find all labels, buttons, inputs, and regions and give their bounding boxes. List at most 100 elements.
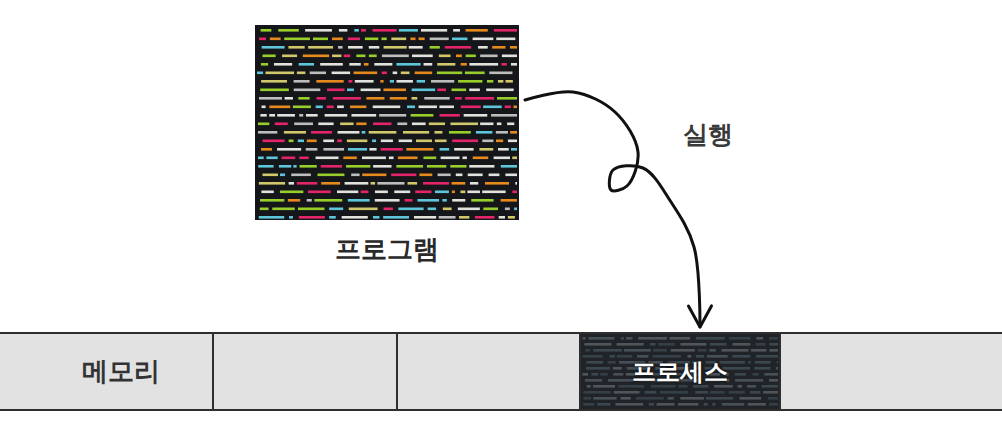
code-glyphs — [439, 55, 451, 58]
code-glyphs — [263, 140, 285, 143]
code-glyphs — [361, 89, 381, 92]
code-glyphs — [354, 72, 378, 75]
code-glyphs — [262, 46, 285, 49]
code-glyphs — [513, 106, 517, 109]
node-label: 프로세스 — [632, 356, 728, 388]
code-glyphs — [480, 55, 497, 58]
code-glyphs — [345, 182, 369, 185]
code-glyphs — [348, 38, 360, 41]
code-glyphs — [483, 208, 498, 211]
code-glyphs — [435, 140, 447, 143]
code-glyphs — [348, 199, 370, 202]
code-glyphs — [454, 148, 473, 151]
memory-band — [0, 333, 1002, 410]
code-glyphs — [355, 80, 374, 83]
code-glyphs — [361, 191, 369, 194]
code-glyphs — [511, 63, 517, 66]
code-glyphs — [269, 114, 275, 117]
code-glyphs — [298, 208, 325, 211]
code-glyphs — [299, 114, 303, 117]
code-glyphs — [323, 148, 344, 151]
code-glyphs — [441, 157, 460, 160]
code-glyphs — [470, 182, 478, 185]
code-glyphs — [317, 97, 326, 100]
code-glyphs — [384, 46, 407, 49]
code-glyphs — [349, 208, 378, 211]
code-glyphs — [396, 80, 412, 83]
code-glyphs — [323, 140, 334, 143]
code-glyphs — [272, 208, 295, 211]
code-glyphs — [297, 182, 317, 185]
code-glyphs — [351, 114, 376, 117]
code-glyphs — [289, 182, 294, 185]
code-glyphs — [320, 63, 343, 66]
code-glyphs — [408, 182, 418, 185]
code-glyphs — [403, 131, 429, 134]
code-glyphs — [466, 55, 476, 58]
code-glyphs — [429, 123, 445, 126]
code-glyphs — [465, 97, 494, 100]
code-glyphs — [327, 106, 334, 109]
code-glyphs — [311, 131, 332, 134]
code-glyphs — [364, 63, 369, 66]
code-glyphs — [362, 157, 386, 160]
code-glyphs — [398, 157, 418, 160]
code-glyphs — [396, 165, 423, 168]
code-glyphs — [381, 38, 386, 41]
node-label: 메모리 — [0, 333, 213, 410]
code-glyphs — [452, 140, 478, 143]
code-glyphs — [284, 38, 310, 41]
code-glyphs — [505, 208, 510, 211]
code-glyphs — [496, 131, 508, 134]
code-glyphs — [362, 131, 366, 134]
code-glyphs — [382, 55, 409, 58]
code-glyphs — [374, 63, 392, 66]
code-glyphs — [356, 123, 366, 126]
code-glyphs — [424, 63, 433, 66]
code-glyphs — [260, 199, 284, 202]
code-glyphs — [348, 80, 352, 83]
band-fill — [0, 333, 1002, 410]
code-glyphs — [332, 55, 341, 58]
code-glyphs — [512, 157, 517, 160]
code-glyphs — [471, 199, 493, 202]
code-glyphs — [327, 89, 345, 92]
code-glyphs — [332, 72, 351, 75]
memory-band: 메모리 프로세스 — [0, 333, 1002, 410]
code-glyphs — [369, 55, 377, 58]
code-glyphs — [259, 38, 266, 41]
code-glyphs — [333, 97, 361, 100]
code-glyphs — [415, 191, 431, 194]
code-glyphs — [501, 63, 506, 66]
code-glyphs — [451, 89, 466, 92]
code-glyphs — [412, 89, 436, 92]
code-glyphs — [314, 199, 342, 202]
code-glyphs — [349, 63, 360, 66]
code-glyphs — [439, 216, 456, 219]
code-glyphs — [398, 208, 423, 211]
code-glyphs — [485, 182, 509, 185]
code-glyphs — [421, 29, 447, 32]
code-glyphs — [391, 38, 406, 41]
code-glyphs — [473, 157, 488, 160]
code-glyphs — [417, 199, 439, 202]
code-glyphs — [354, 29, 359, 32]
code-glyphs — [456, 55, 462, 58]
code-glyphs — [397, 123, 407, 126]
code-glyphs — [361, 29, 366, 32]
code-glyphs — [449, 131, 471, 134]
code-glyphs — [321, 182, 340, 185]
code-glyphs — [409, 46, 423, 49]
code-glyphs — [259, 97, 282, 100]
code-background — [580, 333, 780, 410]
code-glyphs — [277, 114, 295, 117]
code-glyphs — [399, 29, 418, 32]
code-glyphs — [510, 131, 517, 134]
code-glyphs — [369, 131, 397, 134]
code-glyphs — [507, 123, 514, 126]
code-glyphs — [496, 38, 515, 41]
process-shade — [580, 333, 780, 410]
code-background — [255, 25, 519, 220]
code-glyphs — [410, 38, 415, 41]
code-glyphs — [278, 29, 298, 32]
